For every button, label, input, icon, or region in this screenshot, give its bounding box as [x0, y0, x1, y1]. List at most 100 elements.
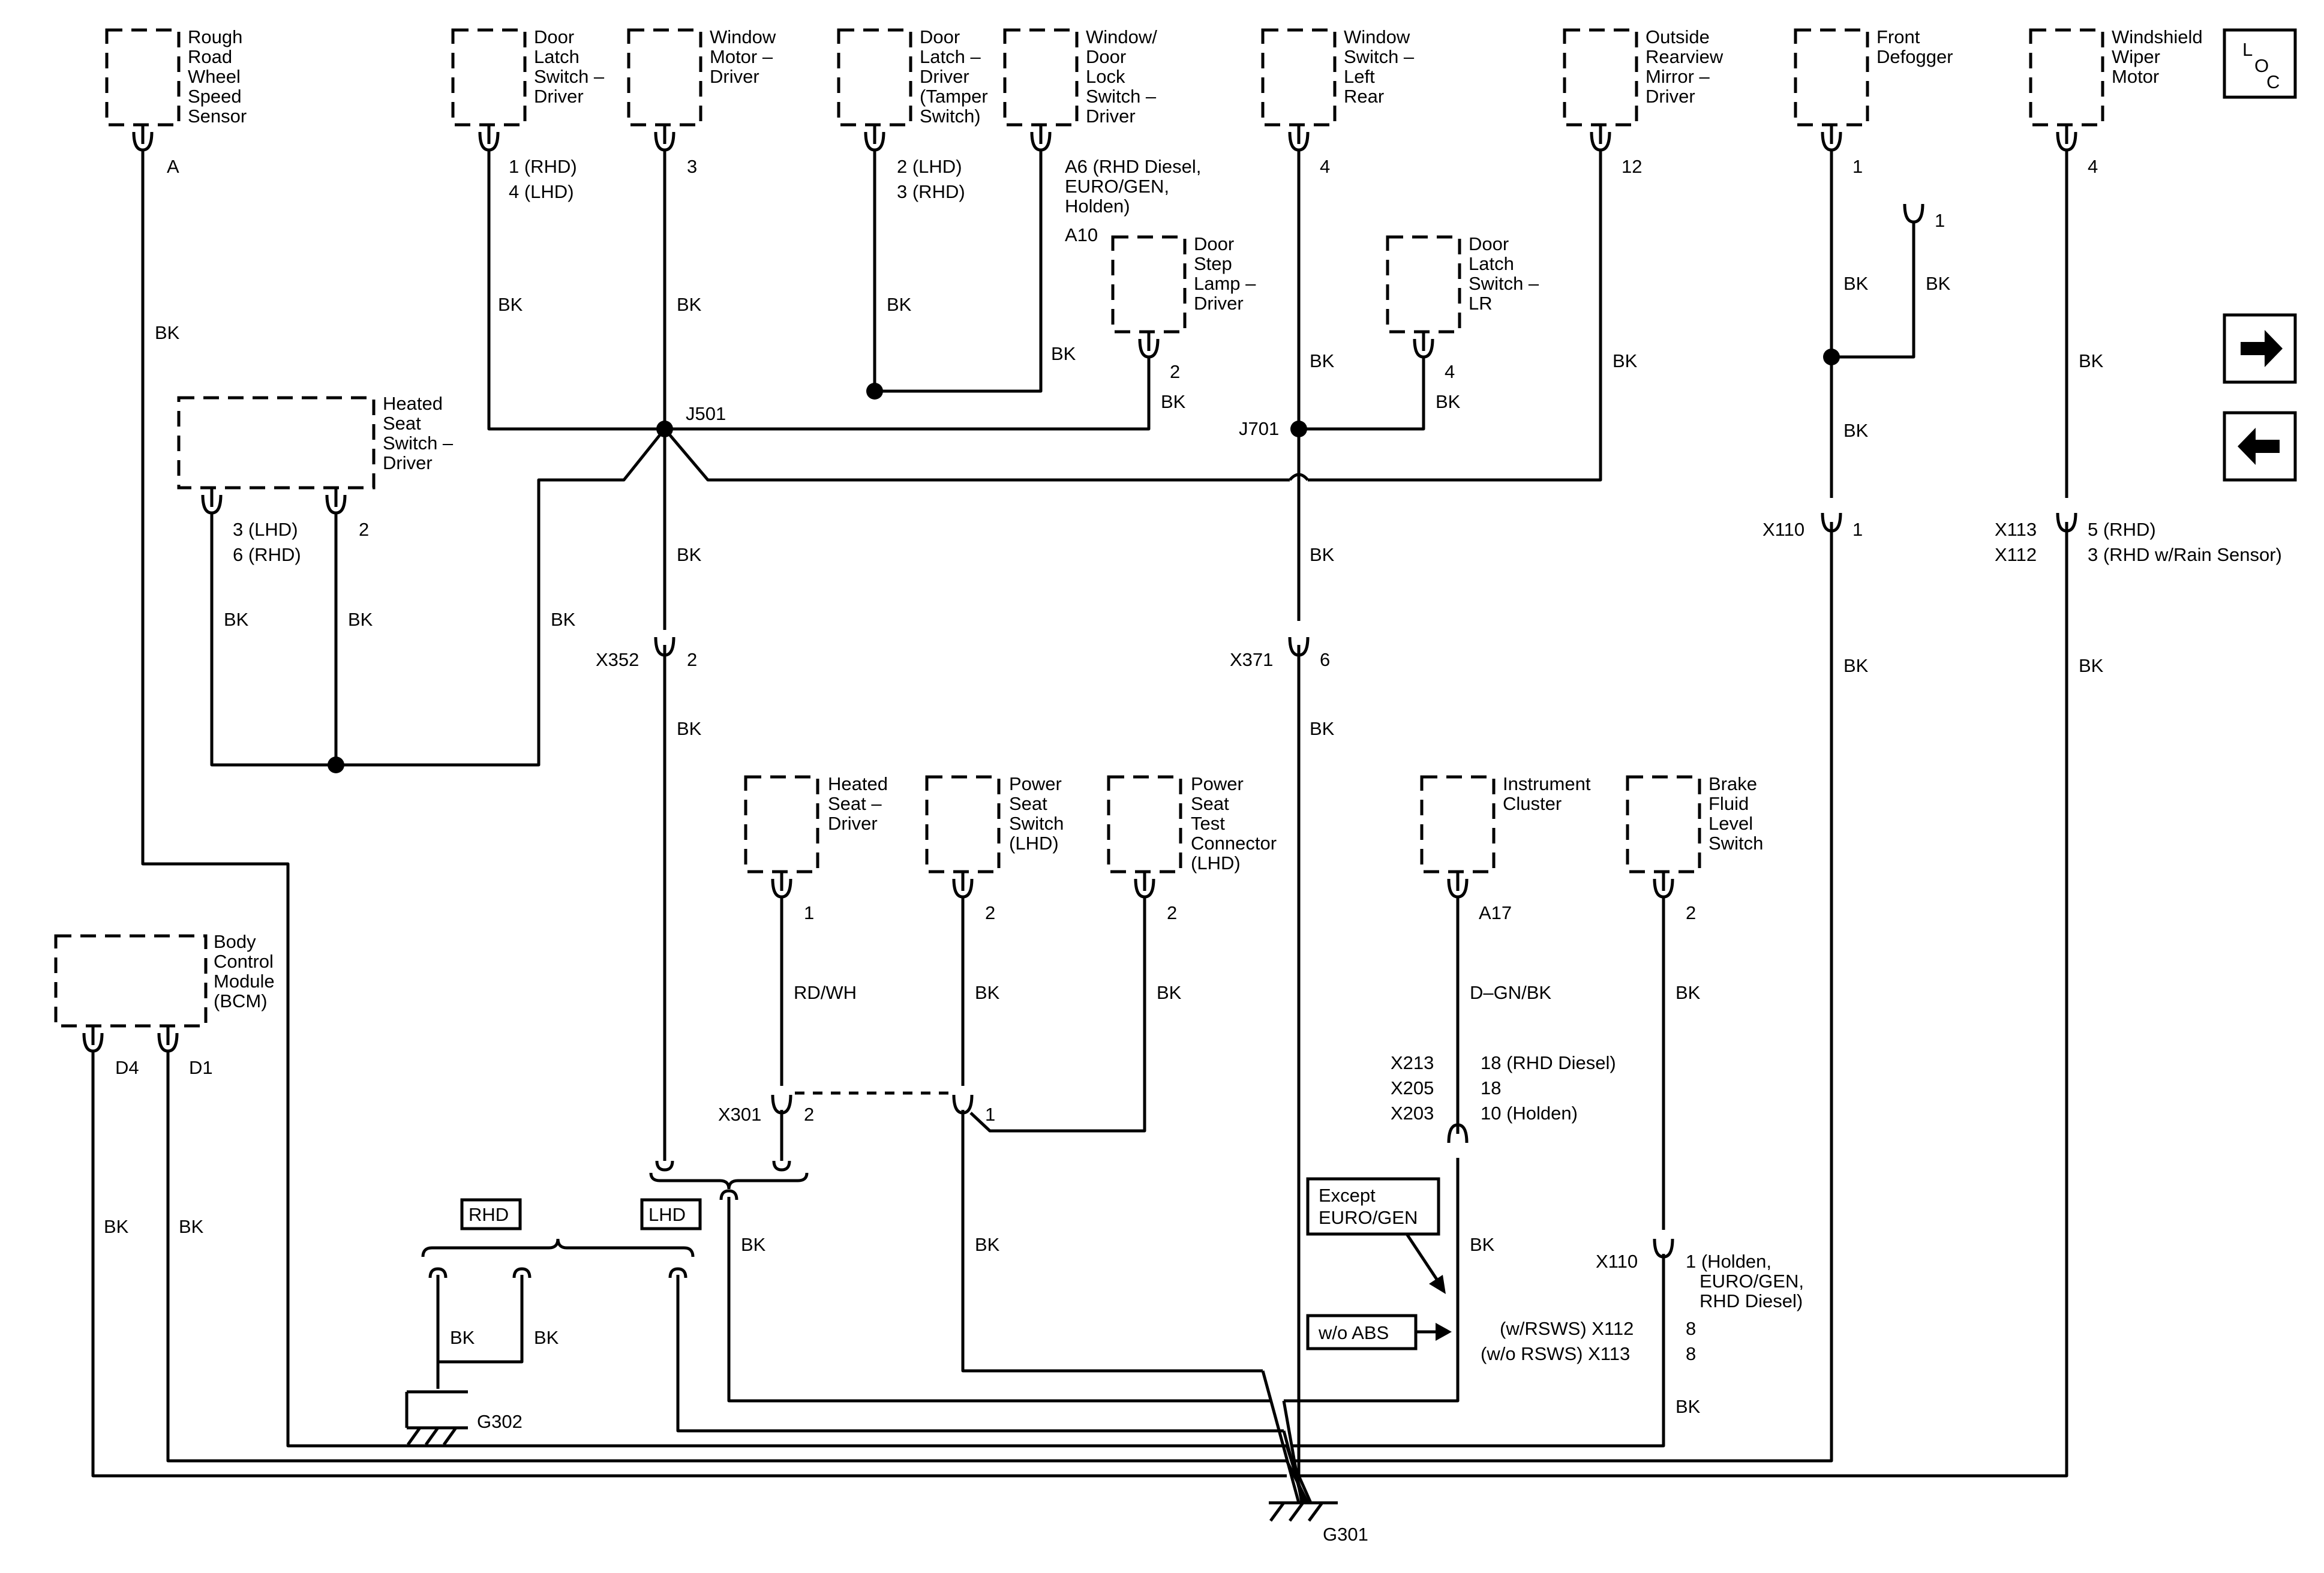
component-window-switch-left-rear: Window Switch – Left Rear: [1261, 26, 1415, 127]
connector-label: 8: [1686, 1343, 1696, 1364]
wire-color-label: BK: [1926, 273, 1951, 294]
pin-label: 12: [1622, 156, 1642, 177]
component-rough-road-sensor: Rough Road Wheel Speed Sensor: [105, 26, 247, 127]
label-line: (LHD): [1009, 833, 1059, 854]
wire-color-label: BK: [155, 322, 180, 343]
wire-color-label: BK: [887, 294, 912, 315]
pin-label: 2 (LHD): [897, 156, 962, 177]
component-front-defogger: Front Defogger: [1794, 26, 1953, 127]
label-line: Switch –: [534, 66, 605, 87]
label-line: Power: [1009, 773, 1062, 794]
label-line: Latch: [1469, 253, 1514, 274]
label-line: Window/: [1086, 26, 1157, 47]
previous-page-arrow-icon[interactable]: [2223, 411, 2297, 482]
label-line: Instrument: [1503, 773, 1591, 794]
label-line: Fluid: [1709, 793, 1749, 814]
connector-label: X205: [1391, 1077, 1434, 1098]
wire-color-label: D–GN/BK: [1470, 982, 1551, 1003]
connector-label: X371: [1230, 649, 1273, 670]
label-line: Window: [1344, 26, 1410, 47]
connector-label: 18 (RHD Diesel): [1481, 1052, 1616, 1073]
component-power-seat-test-connector: Power Seat Test Connector (LHD): [1107, 773, 1277, 873]
connector-label: 3 (RHD w/Rain Sensor): [2088, 544, 2282, 565]
label-line: Seat: [383, 413, 421, 434]
label-line: Switch: [1709, 833, 1763, 854]
component-heated-seat-switch-driver: Heated Seat Switch – Driver: [177, 393, 454, 490]
option-tag-rhd: RHD: [460, 1198, 522, 1230]
connector-label: 1 (Holden,: [1686, 1251, 1771, 1272]
pin-label: 2: [1170, 361, 1180, 382]
pin-label: 4: [1320, 156, 1330, 177]
wire-color-label: BK: [741, 1234, 766, 1255]
splice-label: J501: [686, 403, 726, 424]
label-line: Latch: [534, 46, 580, 67]
wire-color-label: RD/WH: [794, 982, 857, 1003]
label-line: Heated: [383, 393, 443, 414]
component-door-latch-switch-driver: Door Latch Switch – Driver: [451, 26, 605, 127]
loc-letter: L: [2242, 39, 2253, 60]
label-line: Driver: [828, 813, 878, 834]
component-windshield-wiper-motor: Windshield Wiper Motor: [2029, 26, 2203, 127]
connector-label: 1: [1852, 519, 1863, 540]
wire-color-label: BK: [1470, 1234, 1495, 1255]
label-line: Driver: [383, 452, 433, 473]
label-line: Door: [534, 26, 574, 47]
pin-label: 1: [1935, 210, 1945, 231]
pin-label: 2: [985, 902, 995, 923]
label-line: Step: [1194, 253, 1232, 274]
wire-color-label: BK: [1676, 1396, 1701, 1417]
label-line: Heated: [828, 773, 888, 794]
location-icon[interactable]: L O C: [2223, 28, 2297, 99]
connector-label: X203: [1391, 1103, 1434, 1124]
label-line: Rearview: [1646, 46, 1724, 67]
label-line: Level: [1709, 813, 1753, 834]
label-line: Outside: [1646, 26, 1710, 47]
label-line: Mirror –: [1646, 66, 1710, 87]
connector-label: X112: [1995, 544, 2037, 565]
pin-label: 1: [1852, 156, 1863, 177]
label-line: Wiper: [2112, 46, 2160, 67]
label-line: Door: [920, 26, 960, 47]
wire-color-labels: BK BK BK BK BK BK BK BK BK BK BK BK BK B…: [104, 273, 2104, 1417]
label-line: Window: [710, 26, 776, 47]
next-page-arrow-icon[interactable]: [2223, 313, 2297, 384]
label-line: LR: [1469, 293, 1493, 314]
wire-color-label: BK: [1436, 391, 1461, 412]
connector-label: 1: [985, 1104, 995, 1125]
pin-label: 1 (RHD): [509, 156, 577, 177]
connector-label: 10 (Holden): [1481, 1103, 1578, 1124]
connector-label: X113: [1995, 519, 2037, 540]
splice-label: J701: [1239, 418, 1279, 439]
label-line: Switch –: [383, 433, 454, 454]
ground-g301: G301: [1269, 1501, 1368, 1545]
connector-label: X213: [1391, 1052, 1434, 1073]
ground-g302: G302: [405, 1390, 523, 1446]
pin-label: 3 (LHD): [233, 519, 298, 540]
label-line: Driver: [1194, 293, 1244, 314]
connector-label: RHD Diesel): [1700, 1290, 1803, 1311]
label-line: Front: [1876, 26, 1920, 47]
wire-color-label: BK: [2079, 350, 2104, 371]
label-line: Module: [214, 971, 275, 992]
pin-label: 3: [687, 156, 697, 177]
component-outside-rearview-mirror: Outside Rearview Mirror – Driver: [1563, 26, 1724, 127]
ground-label-g302: G302: [477, 1411, 523, 1432]
label-line: Latch –: [920, 46, 981, 67]
component-door-step-lamp: Door Step Lamp – Driver: [1111, 233, 1256, 334]
option-tag-rhd-label: RHD: [469, 1204, 509, 1225]
component-brake-fluid-level-switch: Brake Fluid Level Switch: [1626, 773, 1763, 873]
label-line: Control: [214, 951, 274, 972]
wire-color-label: BK: [677, 718, 702, 739]
component-window-door-lock-switch: Window/ Door Lock Switch – Driver: [1003, 26, 1157, 127]
wire-color-label: BK: [179, 1216, 204, 1237]
label-line: (Tamper: [920, 86, 988, 107]
connector-label: X110: [1596, 1251, 1638, 1272]
connector-label: (w/RSWS) X112: [1500, 1318, 1634, 1339]
label-line: Seat: [1009, 793, 1047, 814]
component-door-latch-switch-lr: Door Latch Switch – LR: [1386, 233, 1539, 334]
wire-color-label: BK: [1157, 982, 1182, 1003]
label-line: Motor: [2112, 66, 2159, 87]
wire-color-label: BK: [450, 1327, 475, 1348]
wire-color-label: BK: [975, 1234, 1000, 1255]
label-line: Driver: [1646, 86, 1695, 107]
